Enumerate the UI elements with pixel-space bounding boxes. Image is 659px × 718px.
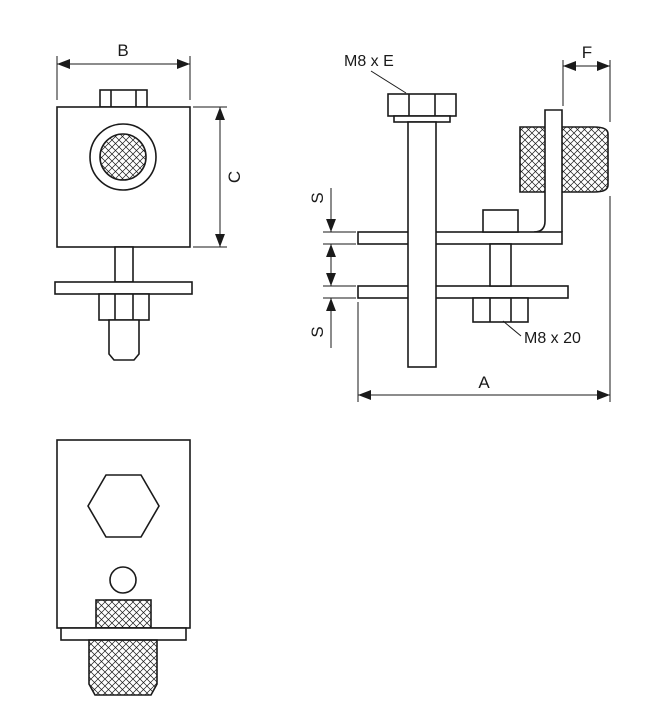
bracket-mask — [545, 110, 562, 234]
long-bolt-flange — [393, 115, 451, 123]
threaded-stud — [108, 319, 140, 361]
l-bracket-fillet — [533, 220, 546, 233]
long-bolt-shank — [407, 121, 437, 368]
knurled-knob-front-lower — [88, 639, 158, 696]
long-bolt-head — [387, 93, 457, 117]
small-bolt-shank — [489, 243, 512, 287]
bolt-spec-label: M8 x E — [344, 53, 394, 70]
hex-bolt-head-front — [87, 474, 160, 538]
view-top-left: B C — [54, 41, 244, 361]
nut-spec-label: M8 x 20 — [524, 330, 581, 347]
dim-b-label: B — [117, 41, 128, 60]
dim-s-upper-label: S — [308, 192, 327, 203]
bracket-body-front — [56, 439, 191, 629]
rail-plate-upper — [357, 231, 563, 245]
dim-c-label: C — [225, 171, 244, 183]
knurled-knob-front-upper — [95, 599, 152, 629]
rail-plate-lower — [357, 285, 569, 299]
view-top-right: M8 x E F S S M8 x 20 A — [308, 43, 611, 402]
view-bottom-left — [56, 439, 191, 696]
stud-hole-front — [109, 566, 137, 594]
washer-plate — [54, 281, 193, 295]
dim-s-lower-label: S — [308, 326, 327, 337]
nut-spec-leader-line — [502, 320, 522, 337]
small-bolt-nut — [472, 297, 529, 323]
clamp-bolt-head — [99, 89, 148, 108]
stud-shank — [114, 246, 134, 283]
small-bolt-head — [482, 209, 519, 233]
knurled-knob — [519, 126, 609, 193]
rail-plate-front — [60, 627, 187, 641]
bore-knurled-circle — [99, 133, 147, 181]
bolt-spec-leader-line — [370, 70, 407, 94]
l-bracket-vertical — [544, 109, 563, 232]
hex-nut — [98, 293, 150, 321]
dim-f-label: F — [582, 43, 592, 62]
dim-a-label: A — [478, 373, 490, 392]
